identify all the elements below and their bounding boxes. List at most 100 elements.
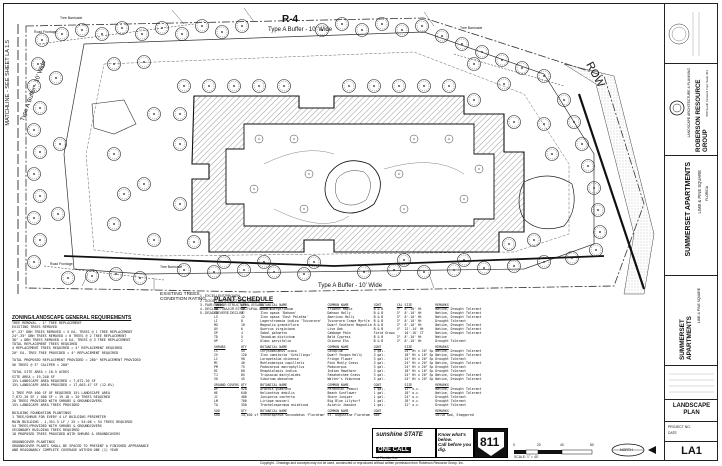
schedule-header-cell: QTY [240, 383, 247, 387]
schedule-cell [397, 413, 405, 417]
schedule-cell: UP [214, 339, 218, 343]
schedule-cell: Native, Drought Tolerant [435, 349, 482, 353]
schedule-header-cell: BOTANICAL NAME [260, 345, 288, 349]
schedule-cell: 18" o.c. [404, 399, 420, 403]
schedule-cell: SP [214, 331, 218, 335]
schedule-cell: Viburnum obovatum [260, 377, 293, 381]
schedule-cell: Taxodium distichum [260, 335, 295, 339]
schedule-cell: 700 [240, 399, 247, 403]
schedule-cell: Drought Tolerant [435, 357, 467, 361]
schedule-cell: Chinese Elm [327, 339, 349, 343]
schedule-cell: Acer buergerianum [260, 307, 293, 311]
schedule-cell: 8'-10' Ht [404, 339, 422, 343]
know-whats-below-banner: Know what's below. Call before you dig. [436, 428, 474, 458]
notes-line: TOTAL REPLACEMENT TREES REQUIRED [12, 342, 78, 347]
schedule-cell: Juniperus conferta [260, 395, 295, 399]
schedule-cell: 3 gal. [373, 353, 386, 357]
schedule-header-cell: REMARKS [435, 383, 449, 387]
schedule-header-cell: CONT [373, 409, 382, 413]
existing-trees-title: EXISTING TREES [160, 292, 200, 297]
schedule-cell: Cocoplum [327, 349, 343, 353]
schedule-cell: 4 [240, 331, 243, 335]
schedule-cell: 40 [240, 361, 245, 365]
schedule-cell: Native, Drought Tolerant [435, 387, 482, 391]
schedule-header-cell: BOTANICAL NAME [260, 409, 288, 413]
schedule-cell: 45 [240, 377, 245, 381]
schedule-cell: Podocarpus macrophyllus [260, 365, 305, 369]
notes-line: EXISTING TREES REMOVED [12, 325, 57, 330]
schedule-cell: 6 [240, 327, 243, 331]
schedule-cell: Lagerstroemia indica 'Tuscarora' [260, 319, 322, 323]
schedule-cell: B & B [373, 315, 384, 319]
schedule-cell: RI [214, 369, 218, 373]
schedule-cell: JC [214, 395, 218, 399]
notes-line: SITE AREA = 19,240 SF [12, 374, 55, 379]
schedule-cell: Native, Drought Tolerant [435, 361, 482, 365]
project-block: SUMMERSET APARTMENTS LIME & PINE SQUARE … [665, 156, 718, 276]
schedule-cell: LC [214, 357, 218, 361]
schedule-cell: Drought Tolerant [435, 365, 467, 369]
schedule-header-cell: REMARKS [435, 409, 449, 413]
schedule-cell: 18" Ht x 18" Sp [404, 353, 434, 357]
schedule-cell: Helianthus debilis [260, 391, 295, 395]
schedule-cell: 24" Ht x 20" Sp [404, 349, 434, 353]
schedule-cell: 1 gal. [373, 399, 386, 403]
existing-trees-legend: EXISTING TREES CONDITION RATING 1 - EXCE… [160, 292, 271, 315]
schedule-cell: Fakahatchee Grass [327, 373, 361, 377]
schedule-header-cell: COMMON NAME [327, 409, 349, 413]
notes-line: 15% LANDSCAPE AREA TREES PROVIDED [12, 403, 80, 408]
schedule-cell: 18" o.c. [404, 391, 420, 395]
schedule-cell: 3 gal. [373, 361, 386, 365]
schedule-cell: Arachis glabrata [260, 387, 291, 391]
schedule-cell: Magnolia grandiflora [260, 323, 299, 327]
schedule-cell: Dwarf Yaupon Holly [327, 353, 363, 357]
notes-line: 4 REPLACEMENT TREES REQUIRED = 4" REPLAC… [12, 346, 123, 351]
firm-address: 500 South Tamiami Trail, Suite 301 [705, 70, 709, 117]
notes-line: TREE REMOVAL - 1" TREE REPLACEMENT [12, 321, 82, 326]
schedule-cell: Live Oak [327, 327, 343, 331]
existing-trees-subtitle: CONDITION RATING [160, 297, 207, 303]
schedule-cell: CS [214, 349, 218, 353]
schedule-cell: 24" Ht x 20" Sp [404, 357, 434, 361]
schedule-cell: Indian Hawthorn [327, 369, 357, 373]
schedule-cell: 24" o.c. [404, 395, 420, 399]
matchline-label: MATCHLINE - SEE SHEET LA 1.5 [5, 40, 11, 126]
schedule-cell: 5 [240, 335, 243, 339]
schedule-cell: 8'-10' Ht [404, 323, 422, 327]
notes-line: 15% LANDSCAPE AREA REQUIRED = 7,672.20 S… [12, 378, 96, 383]
schedule-cell: 1 gal. [373, 391, 386, 395]
tree-barricade-label-3: Tree Barricade [160, 265, 183, 269]
811-badge: 811 [474, 428, 508, 458]
schedule-cell: 8'-10' Ht [404, 335, 422, 339]
schedule-cell: 14,630 sf [240, 413, 259, 417]
project-name-repeat: SUMMERSET APARTMENTS LIME & PINE SQUARE [665, 276, 718, 366]
schedule-cell: AP [214, 387, 218, 391]
schedule-cell: American Holly [327, 315, 355, 319]
schedule-cell: 12" o.c. [404, 387, 420, 391]
schedule-cell: 24" Ht x 20" Sp [404, 361, 434, 365]
site-plan-drawing [17, 7, 655, 295]
schedule-cell: LI [214, 319, 218, 323]
drawing-title: LANDSCAPE PLAN [672, 403, 711, 416]
schedule-cell: Drought Tolerant [435, 395, 467, 399]
schedule-cell: Ilex vomitoria 'Schillings' [260, 353, 313, 357]
project-name-2: SUMMERSET APARTMENTS [679, 316, 693, 360]
schedule-cell: 1 gal. [373, 395, 386, 399]
schedule-cell: Drought Tolerant [435, 399, 467, 403]
schedule-cell: St. Augustine Floratam [327, 413, 370, 417]
sunshine-title: sunshine STATE [376, 432, 423, 438]
notes-line: 18 PROPOSED TREES PROVIDED WITH SHRUBS &… [12, 432, 121, 437]
schedule-cell: 3 gal. [373, 349, 386, 353]
road-frontage-label-2: Road Frontage [50, 262, 73, 266]
scale-tick-label: 80 [590, 443, 594, 447]
schedule-cell: 8'-10' Ht [404, 315, 422, 319]
schedule-cell: 16 [240, 307, 245, 311]
know-title: Know what's below. [438, 432, 466, 442]
notes-line: 1 TREE/SHRUB FOR EVERY 4 LF BUILDING PER… [12, 415, 106, 420]
schedule-cell: HE [214, 391, 218, 395]
